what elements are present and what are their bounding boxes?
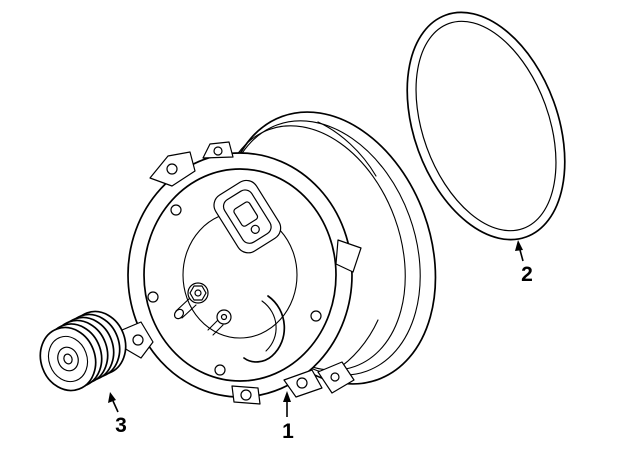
flange-bolt-hole-3 xyxy=(214,364,226,376)
stud-end-cap xyxy=(173,308,185,320)
alternator-foot-bottom-right-hole xyxy=(296,377,308,389)
terminal-stud-main xyxy=(173,282,209,320)
stud-center xyxy=(194,289,202,297)
alternator-body-contour-top xyxy=(317,121,377,177)
flange-bolt-hole-1 xyxy=(170,204,182,216)
stud2-shaft-line-2 xyxy=(212,324,224,336)
ring-inner-edge xyxy=(415,20,557,232)
alternator-ear-left-lower-hole xyxy=(132,334,144,346)
flange-bolt-hole-4 xyxy=(310,310,322,322)
alternator-connector xyxy=(213,179,282,254)
callout-1-label[interactable]: 1 xyxy=(282,420,294,443)
alternator-face-ring-outer xyxy=(143,168,337,382)
callout-1[interactable]: 1 xyxy=(282,391,294,443)
sealing-ring-drawing xyxy=(406,11,566,241)
alternator-strap-inner xyxy=(261,300,277,352)
pulley-face-ring xyxy=(47,335,89,383)
flange-bolt-hole-2 xyxy=(147,291,159,303)
pulley-drawing xyxy=(39,310,127,392)
connector-pin xyxy=(250,224,260,234)
callout-2-arrow-head xyxy=(515,240,523,251)
alternator-rear-foot-hole xyxy=(330,372,340,382)
callout-3[interactable]: 3 xyxy=(108,392,127,437)
callout-1-arrow-head xyxy=(283,391,291,402)
stud2-shaft-line-1 xyxy=(207,319,219,331)
callout-3-arrow-line xyxy=(112,400,119,413)
stud2-center xyxy=(220,313,228,321)
alternator-ear-top-left-hole xyxy=(166,163,178,175)
pulley-shaft-hole xyxy=(63,353,73,365)
callout-3-label[interactable]: 3 xyxy=(115,414,127,437)
callout-2-arrow-line xyxy=(519,249,524,262)
alternator-strap-outer xyxy=(243,295,286,363)
stud-shaft-line-2 xyxy=(181,304,197,319)
connector-terminal xyxy=(233,201,259,227)
alternator-ear-right xyxy=(335,239,362,273)
stud-shaft-line-1 xyxy=(175,297,191,312)
terminal-stud-secondary xyxy=(207,309,232,336)
alternator-drawing xyxy=(121,111,437,405)
callout-3-arrow-head xyxy=(108,392,116,403)
callout-2[interactable]: 2 xyxy=(515,240,533,286)
callout-2-label[interactable]: 2 xyxy=(521,263,533,286)
alternator-lifting-tab-hole xyxy=(213,146,223,156)
alternator-tab-bottom-hole xyxy=(240,389,252,401)
